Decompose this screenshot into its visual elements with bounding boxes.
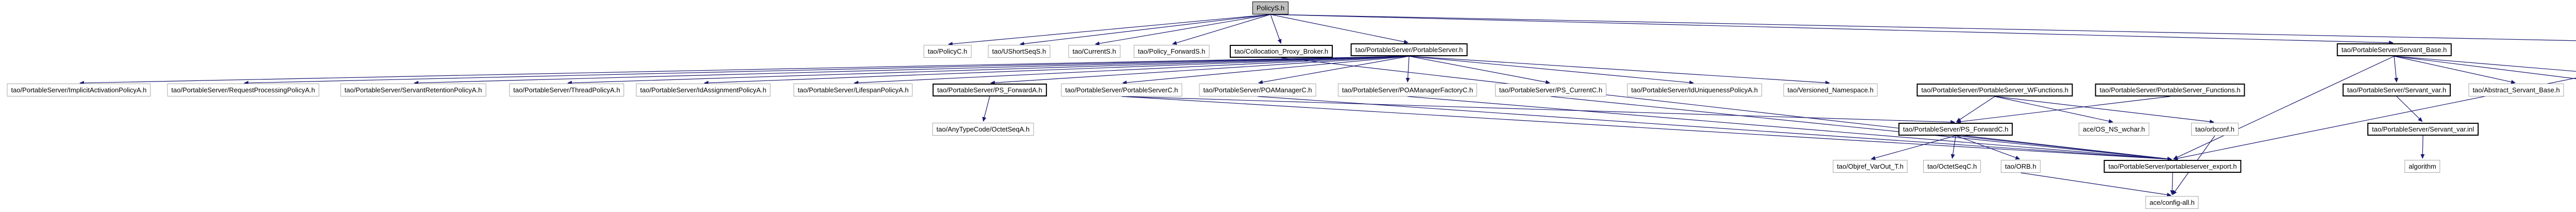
edge-svar-to-svarinl: [2396, 96, 2423, 122]
graph-node-algo[interactable]: algorithm: [2404, 160, 2441, 173]
graph-node-root: PolicyS.h: [1252, 2, 1289, 14]
edge-psfwdc-to-psexport: [1955, 135, 2173, 161]
edge-root-to-collocation: [1270, 14, 1282, 44]
edge-svarinl-to-algo: [2420, 135, 2425, 159]
edge-servantbase-to-atomic: [2394, 56, 2576, 79]
graph-node-svarinl[interactable]: tao/PortableServer/Servant_var.inl: [2367, 123, 2479, 136]
edge-psfwdc-to-orb: [1955, 135, 2021, 160]
graph-node-pscurc[interactable]: tao/PortableServer/PS_CurrentC.h: [1495, 84, 1607, 96]
edge-psc-to-psexport: [1121, 96, 2173, 161]
graph-node-lifespan[interactable]: tao/PortableServer/LifespanPolicyA.h: [793, 84, 913, 96]
graph-node-servantbase[interactable]: tao/PortableServer/Servant_Base.h: [2336, 43, 2452, 56]
edge-root-to-currents: [1094, 14, 1271, 46]
graph-node-iduniq[interactable]: tao/PortableServer/IdUniquenessPolicyA.h: [1627, 84, 1762, 96]
edge-wfuncs-to-wchar: [1994, 96, 2114, 123]
edge-pserver-to-lifespan: [853, 56, 1410, 85]
edge-pserver-to-servret: [413, 56, 1410, 85]
graph-node-poamgrc[interactable]: tao/PortableServer/POAManagerC.h: [1199, 84, 1316, 96]
graph-node-collocation[interactable]: tao/Collocation_Proxy_Broker.h: [1229, 45, 1333, 58]
edge-wfuncs-to-psfwdc: [1956, 96, 1995, 122]
edge-psfwdc-to-octetc: [1951, 135, 1956, 159]
graph-node-versns[interactable]: tao/Versioned_Namespace.h: [1783, 84, 1878, 96]
graph-node-wchar[interactable]: ace/OS_NS_wchar.h: [2078, 123, 2149, 136]
graph-node-orb[interactable]: tao/ORB.h: [2001, 160, 2041, 173]
graph-node-idassign[interactable]: tao/PortableServer/IdAssignmentPolicyA.h: [636, 84, 771, 96]
graph-node-wfuncs[interactable]: tao/PortableServer/PortableServer_WFunct…: [1917, 84, 2073, 96]
graph-node-poamgrfc[interactable]: tao/PortableServer/POAManagerFactoryC.h: [1337, 84, 1478, 96]
edge-servantbase-to-svar: [2394, 56, 2399, 83]
edge-root-to-policyc: [947, 14, 1271, 46]
edge-psc-to-psfwdc: [1121, 96, 1956, 124]
edge-root-to-ushortseqs: [1019, 14, 1271, 46]
edge-pserver-to-implicit: [79, 56, 1410, 85]
graph-node-octetc[interactable]: tao/OctetSeqC.h: [1923, 160, 1981, 173]
graph-node-funcs[interactable]: tao/PortableServer/PortableServer_Functi…: [2095, 84, 2245, 96]
edge-psexport-to-configall: [2170, 172, 2175, 195]
edge-pserver-to-psfwda: [990, 56, 1410, 85]
graph-node-pserver[interactable]: tao/PortableServer/PortableServer.h: [1350, 43, 1468, 56]
graph-node-psc[interactable]: tao/PortableServer/PortableServerC.h: [1061, 84, 1182, 96]
edge-pserver-to-iduniq: [1409, 56, 1694, 85]
graph-node-psfwdc[interactable]: tao/PortableServer/PS_ForwardC.h: [1898, 123, 2013, 136]
graph-node-psfwda[interactable]: tao/PortableServer/PS_ForwardA.h: [933, 84, 1047, 96]
edge-pserver-to-psc: [1122, 56, 1410, 85]
edge-root-to-pserver: [1270, 14, 1409, 44]
graph-node-orbconf[interactable]: tao/orbconf.h: [2191, 123, 2239, 136]
edge-pserver-to-threadp: [567, 56, 1410, 85]
edge-psfwda-to-octeta: [982, 96, 990, 122]
graph-node-reqproc[interactable]: tao/PortableServer/RequestProcessingPoli…: [167, 84, 319, 96]
edge-collocation-to-psexport: [1281, 57, 2173, 161]
edge-pserver-to-reqproc: [243, 56, 1410, 85]
edge-pserver-to-idassign: [703, 56, 1410, 85]
graph-node-absbase[interactable]: tao/Abstract_Servant_Base.h: [2468, 84, 2564, 96]
edge-root-to-policyst: [1270, 14, 2576, 41]
edge-root-to-servantbase: [1270, 14, 2394, 45]
edge-policyst-to-psexport: [2173, 77, 2576, 160]
graph-node-policyfwds[interactable]: tao/Policy_ForwardS.h: [1133, 45, 1210, 58]
edge-psfwdc-to-objref: [1870, 135, 1956, 160]
edge-servantbase-to-absbase: [2394, 56, 2516, 84]
graph-node-policyc[interactable]: tao/PolicyC.h: [923, 45, 972, 58]
graph-node-svar[interactable]: tao/PortableServer/Servant_var.h: [2342, 84, 2451, 96]
edge-pserver-to-versns: [1409, 56, 1831, 85]
edge-pserver-to-poamgrc: [1258, 56, 1410, 85]
edge-funcs-to-psfwdc: [1956, 96, 2171, 124]
edge-pserver-to-pscurc: [1409, 56, 1551, 85]
graph-node-currents[interactable]: tao/CurrentS.h: [1068, 45, 1121, 58]
edge-root-to-policyfwds: [1172, 14, 1271, 45]
edge-pserver-to-poamgrfc: [1405, 56, 1410, 83]
edge-poamgrc-to-psexport: [1257, 96, 2173, 161]
graph-node-ushortseqs[interactable]: tao/UShortSeqS.h: [988, 45, 1050, 58]
edge-poamgrfc-to-psexport: [1407, 96, 2173, 161]
graph-node-threadp[interactable]: tao/PortableServer/ThreadPolicyA.h: [509, 84, 624, 96]
edge-servantbase-to-psexport: [2173, 56, 2395, 159]
edge-orb-to-configall: [2020, 172, 2172, 197]
graph-node-psexport[interactable]: tao/PortableServer/portableserver_export…: [2104, 160, 2242, 173]
edge-wfuncs-to-orbconf: [1994, 96, 2215, 124]
graph-node-configall[interactable]: ace/config-all.h: [2145, 196, 2199, 209]
graph-node-objref[interactable]: tao/Objref_VarOut_T.h: [1833, 160, 1908, 173]
graph-node-implicit[interactable]: tao/PortableServer/ImplicitActivationPol…: [7, 84, 151, 96]
graph-node-octeta[interactable]: tao/AnyTypeCode/OctetSeqA.h: [932, 123, 1034, 136]
graph-node-servret[interactable]: tao/PortableServer/ServantRetentionPolic…: [340, 84, 486, 96]
edge-servantbase-to-sbinl: [2394, 56, 2576, 72]
